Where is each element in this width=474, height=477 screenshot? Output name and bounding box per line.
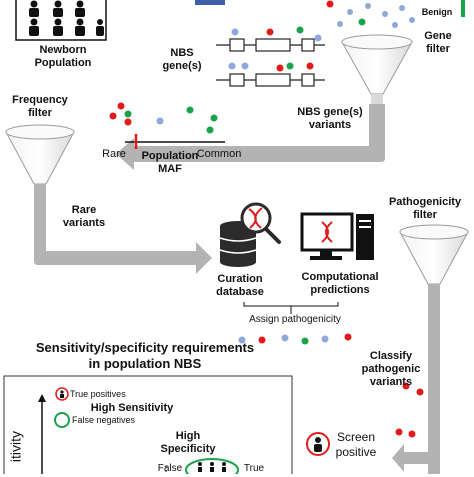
assign-bracket bbox=[243, 302, 339, 314]
maf-axis bbox=[125, 134, 225, 149]
gene-filter-label: Gene filter bbox=[424, 30, 452, 55]
benign-label: Benign bbox=[421, 7, 453, 17]
pathogenicity-filter-funnel bbox=[399, 224, 469, 285]
assign-dots bbox=[238, 333, 352, 345]
true-positive-icon bbox=[55, 387, 69, 401]
high-specificity-label: High Specificity bbox=[160, 430, 216, 455]
pathogenic-dots bbox=[395, 382, 424, 438]
specificity-group-icon bbox=[185, 458, 239, 474]
false-label: False bbox=[157, 463, 183, 474]
top-fragment-icon bbox=[195, 0, 225, 5]
sensitivity-axis-label: itivity bbox=[7, 430, 24, 463]
computer-dna-icon bbox=[300, 212, 374, 260]
rare-label: Rare bbox=[102, 148, 126, 160]
curation-database-label: Curation database bbox=[216, 273, 264, 298]
gene-filter-funnel bbox=[341, 34, 413, 104]
benign-bar bbox=[461, 0, 465, 17]
high-sensitivity-label: High Sensitivity bbox=[90, 402, 174, 414]
false-negatives-label: False negatives bbox=[72, 415, 136, 425]
curation-database-icon bbox=[219, 221, 257, 267]
nbs-variants-label: NBS gene(s) variants bbox=[297, 106, 363, 131]
false-negative-icon bbox=[54, 412, 70, 428]
magnifier-dna-icon bbox=[240, 202, 281, 244]
legend-panel bbox=[3, 375, 293, 474]
sensitivity-axis-arrowhead bbox=[38, 394, 46, 402]
legend-title: Sensitivity/specificity requirements in … bbox=[35, 340, 255, 371]
frequency-filter-funnel bbox=[5, 124, 75, 185]
screen-positive-label: Screen positive bbox=[335, 430, 377, 459]
classify-label: Classify pathogenic variants bbox=[361, 350, 421, 388]
arrow-frequency-to-database bbox=[34, 184, 212, 274]
nbs-genes-label: NBS gene(s) bbox=[162, 47, 202, 72]
pathogenicity-filter-label: Pathogenicity filter bbox=[388, 196, 462, 221]
nbs-gene-structures bbox=[216, 38, 325, 87]
frequency-filter-label: Frequency filter bbox=[12, 94, 68, 119]
arrow-pathogenicity-to-positive bbox=[428, 284, 440, 474]
nbs-gene-variant-dots bbox=[228, 26, 322, 72]
benign-dots bbox=[326, 0, 415, 28]
maf-variant-dots bbox=[109, 102, 218, 134]
common-label: Common bbox=[196, 148, 242, 160]
screen-positive-icon bbox=[306, 432, 330, 456]
true-label: True bbox=[243, 463, 265, 474]
rare-variants-label: Rare variants bbox=[62, 204, 106, 229]
true-positives-label: True positives bbox=[70, 389, 126, 399]
arrow-to-screen-positive bbox=[392, 444, 428, 472]
computational-predictions-label: Computational predictions bbox=[301, 271, 379, 296]
arrow-gene-to-frequency bbox=[116, 104, 385, 170]
newborn-population-icon bbox=[15, 0, 107, 41]
assign-pathogenicity-label: Assign pathogenicity bbox=[249, 314, 341, 325]
newborn-population-label: Newborn Population bbox=[34, 44, 92, 69]
population-maf-label: Population MAF bbox=[141, 150, 199, 175]
